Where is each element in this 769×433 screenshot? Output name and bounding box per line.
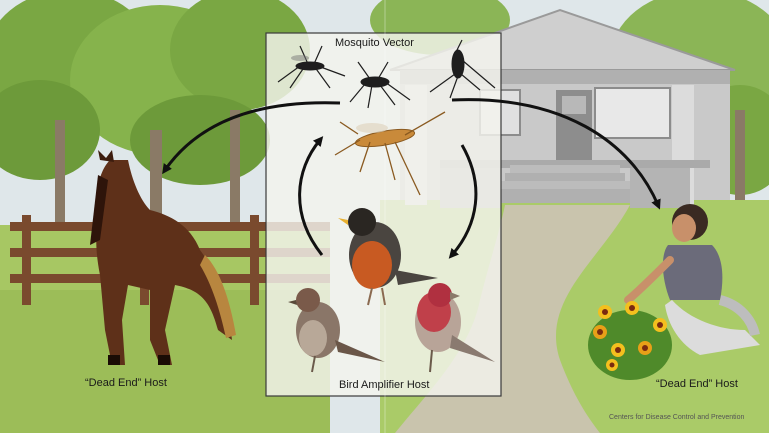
gardener-icon <box>624 204 760 355</box>
arrow-bird-to-mosquito <box>298 136 324 256</box>
horse-icon <box>90 150 236 365</box>
flower-icon <box>588 301 672 380</box>
left-trees <box>0 0 310 230</box>
sparrow-icon <box>288 288 385 373</box>
mosquito-icon <box>429 39 496 99</box>
credit-text: Centers for Disease Control and Preventi… <box>609 414 745 421</box>
finch-icon <box>415 283 495 373</box>
arrow-mosquito-to-bird <box>448 144 478 259</box>
transmission-arrows <box>162 98 661 259</box>
dead-end-host-label-horse: “Dead End” Host <box>85 377 167 389</box>
robin-icon <box>338 208 438 306</box>
arrow-to-horse <box>162 101 341 175</box>
bird-amplifier-label: Bird Amplifier Host <box>339 379 430 391</box>
mosquito-icon <box>334 111 446 196</box>
mosquito-vector-label: Mosquito Vector <box>335 37 414 49</box>
arrow-to-gardener <box>451 98 661 210</box>
mosquito-icon <box>277 45 346 89</box>
mosquito-icon <box>349 61 411 109</box>
dead-end-host-label-human: “Dead End” Host <box>656 378 738 390</box>
